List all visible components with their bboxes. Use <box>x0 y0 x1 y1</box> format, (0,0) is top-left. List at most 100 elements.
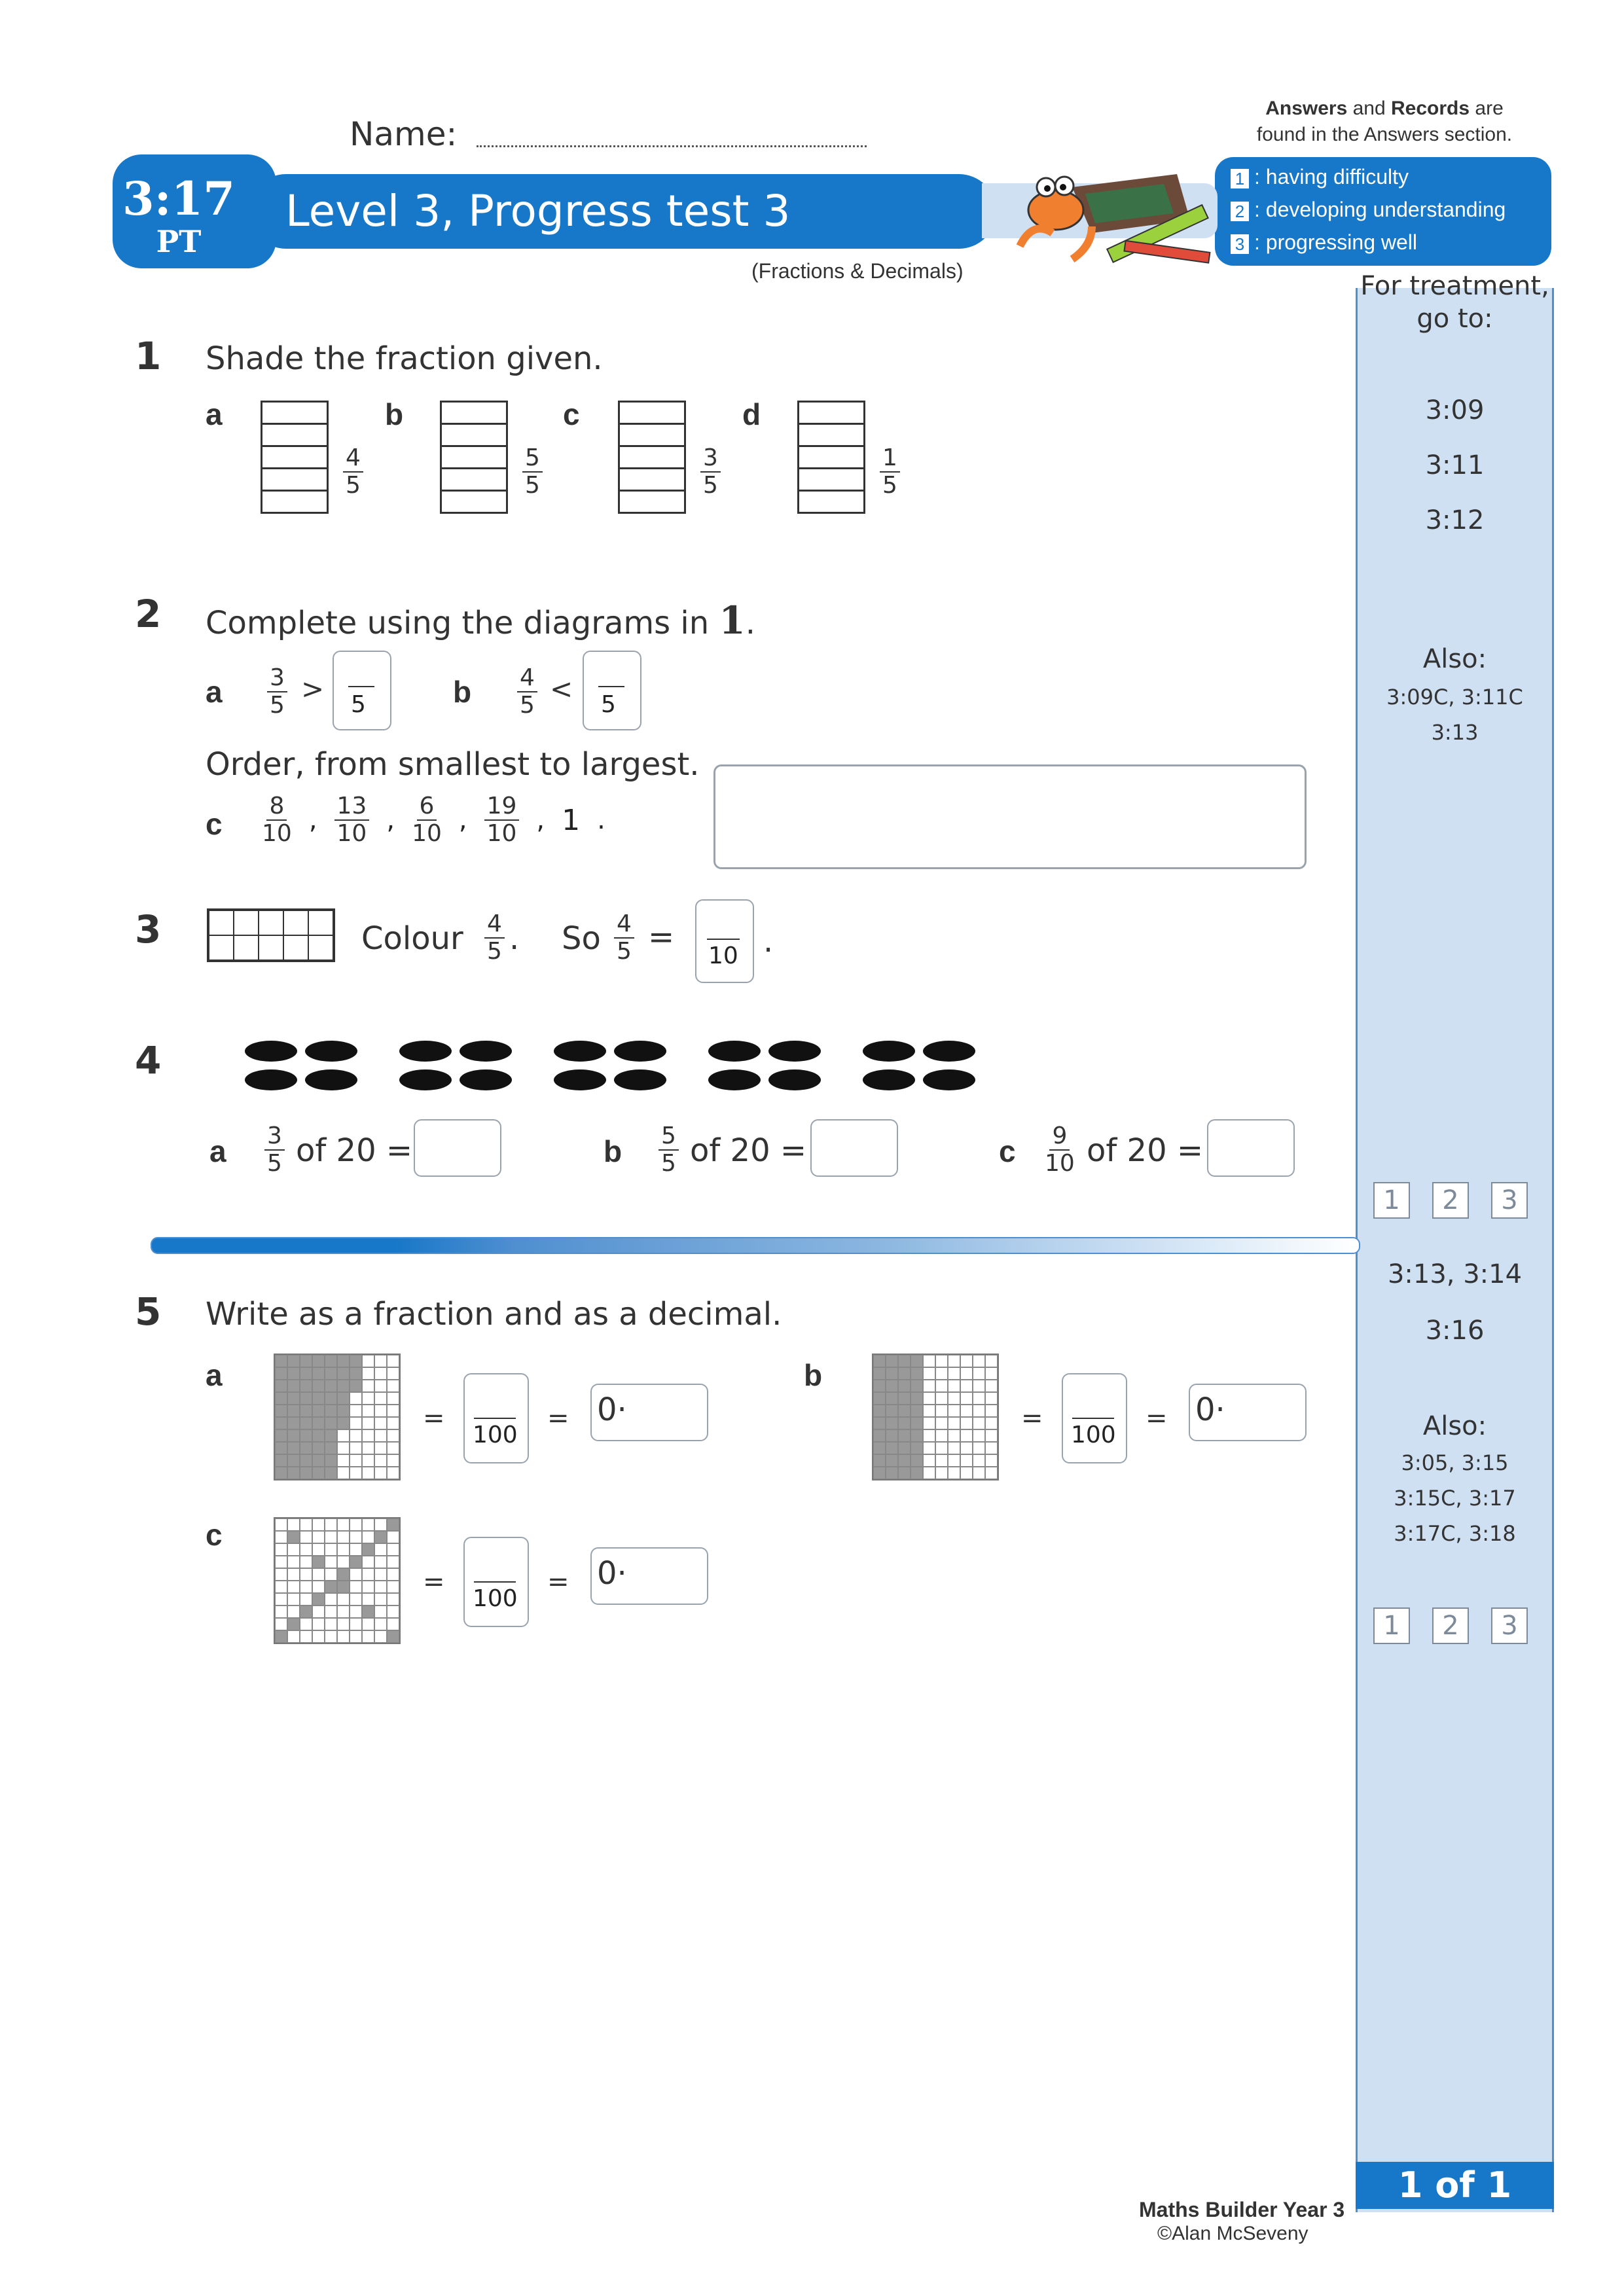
part-label: c <box>206 1518 223 1552</box>
grid-square <box>287 1442 300 1454</box>
grid-cell[interactable] <box>259 935 283 960</box>
grid-square <box>898 1467 911 1479</box>
answer-box[interactable] <box>810 1119 898 1177</box>
grid-square <box>275 1630 287 1643</box>
rating-box-1[interactable]: 1 <box>1373 1607 1410 1644</box>
equals-sign: = <box>648 919 675 956</box>
grid-square <box>911 1429 923 1442</box>
denominator: 10 <box>486 820 517 847</box>
of-text: of 20 = <box>690 1132 807 1169</box>
bar-section[interactable] <box>797 469 865 492</box>
rating-box-2[interactable]: 2 <box>1432 1607 1469 1644</box>
grid-square <box>325 1618 337 1630</box>
of-text: of 20 = <box>1087 1132 1204 1169</box>
fraction-bar-stack[interactable] <box>261 401 329 514</box>
bar-section[interactable] <box>440 469 508 492</box>
grid-square <box>374 1417 387 1429</box>
grid-square <box>350 1618 362 1630</box>
bar-section[interactable] <box>440 425 508 447</box>
bar-section[interactable] <box>797 492 865 514</box>
also-ref: 3:05, 3:15 <box>1401 1450 1509 1475</box>
fraction-bar-stack[interactable] <box>618 401 686 514</box>
fraction-bar-stack[interactable] <box>440 401 508 514</box>
grid-cell[interactable] <box>283 910 308 935</box>
decimal-answer-box[interactable]: 0· <box>590 1384 708 1441</box>
grid-square <box>312 1531 325 1543</box>
bar-section[interactable] <box>261 469 329 492</box>
grid-square <box>350 1605 362 1618</box>
grid-square <box>312 1454 325 1467</box>
grid-cell[interactable] <box>283 935 308 960</box>
decimal-answer-box[interactable]: 0· <box>1189 1384 1307 1441</box>
grid-square <box>337 1417 350 1429</box>
rating-box-3[interactable]: 3 <box>1491 1607 1528 1644</box>
grid-square <box>287 1355 300 1367</box>
grid-cell[interactable] <box>308 910 333 935</box>
bar-section[interactable] <box>618 425 686 447</box>
denominator: 10 <box>412 820 442 847</box>
grid-square <box>337 1405 350 1417</box>
grid-square <box>350 1531 362 1543</box>
grid-square <box>350 1367 362 1380</box>
grid-square <box>300 1543 312 1556</box>
answer-box[interactable] <box>695 899 754 983</box>
rating-box-1[interactable]: 1 <box>1373 1182 1410 1219</box>
bar-section[interactable] <box>797 425 865 447</box>
grid-square <box>300 1355 312 1367</box>
grid-square <box>374 1556 387 1568</box>
title-bar <box>249 174 996 249</box>
bar-section[interactable] <box>797 403 865 425</box>
numerator: 1 <box>880 445 900 473</box>
denominator: 5 <box>601 691 616 718</box>
answer-box[interactable] <box>333 651 391 730</box>
treatment-sidebar <box>1356 288 1554 2212</box>
rating-box-2[interactable]: 2 <box>1432 1182 1469 1219</box>
bar-section[interactable] <box>618 469 686 492</box>
bar-section[interactable] <box>261 447 329 469</box>
grid-square <box>948 1355 960 1367</box>
question-text: Shade the fraction given. <box>206 340 603 377</box>
bar-section[interactable] <box>618 447 686 469</box>
bar-section[interactable] <box>618 403 686 425</box>
bar-section[interactable] <box>440 403 508 425</box>
grid-square <box>350 1454 362 1467</box>
numerator: 19 <box>484 793 520 821</box>
rating-box-3[interactable]: 3 <box>1491 1182 1528 1219</box>
answer-box[interactable] <box>414 1119 501 1177</box>
bar-section[interactable] <box>261 425 329 447</box>
grid-cell[interactable] <box>209 910 234 935</box>
grid-square <box>300 1405 312 1417</box>
page-counter: 1 of 1 <box>1356 2162 1554 2209</box>
answer-box[interactable] <box>583 651 641 730</box>
bar-section[interactable] <box>440 492 508 514</box>
equals-sign: = <box>423 1567 445 1597</box>
answer-box[interactable] <box>1207 1119 1295 1177</box>
grid-square <box>911 1454 923 1467</box>
decimal-answer-box[interactable]: 0· <box>590 1547 708 1605</box>
bar-section[interactable] <box>261 403 329 425</box>
bar-section[interactable] <box>797 447 865 469</box>
grid-cell[interactable] <box>234 910 259 935</box>
bar-section[interactable] <box>618 492 686 514</box>
grid-cell[interactable] <box>259 910 283 935</box>
grid-square <box>337 1605 350 1618</box>
grid-square <box>300 1442 312 1454</box>
order-answer-box[interactable] <box>713 764 1307 869</box>
grid-cell[interactable] <box>209 935 234 960</box>
grid-cell[interactable] <box>234 935 259 960</box>
grid-square <box>387 1605 399 1618</box>
bar-section[interactable] <box>261 492 329 514</box>
name-field[interactable] <box>477 145 867 147</box>
fraction-bar-stack[interactable] <box>797 401 865 514</box>
bar-section[interactable] <box>440 447 508 469</box>
grid-cell[interactable] <box>308 935 333 960</box>
grid-square <box>350 1417 362 1429</box>
grid-square <box>337 1355 350 1367</box>
grid-square <box>275 1556 287 1568</box>
grid-square <box>374 1568 387 1581</box>
grid-square <box>350 1518 362 1531</box>
grid-square <box>287 1417 300 1429</box>
